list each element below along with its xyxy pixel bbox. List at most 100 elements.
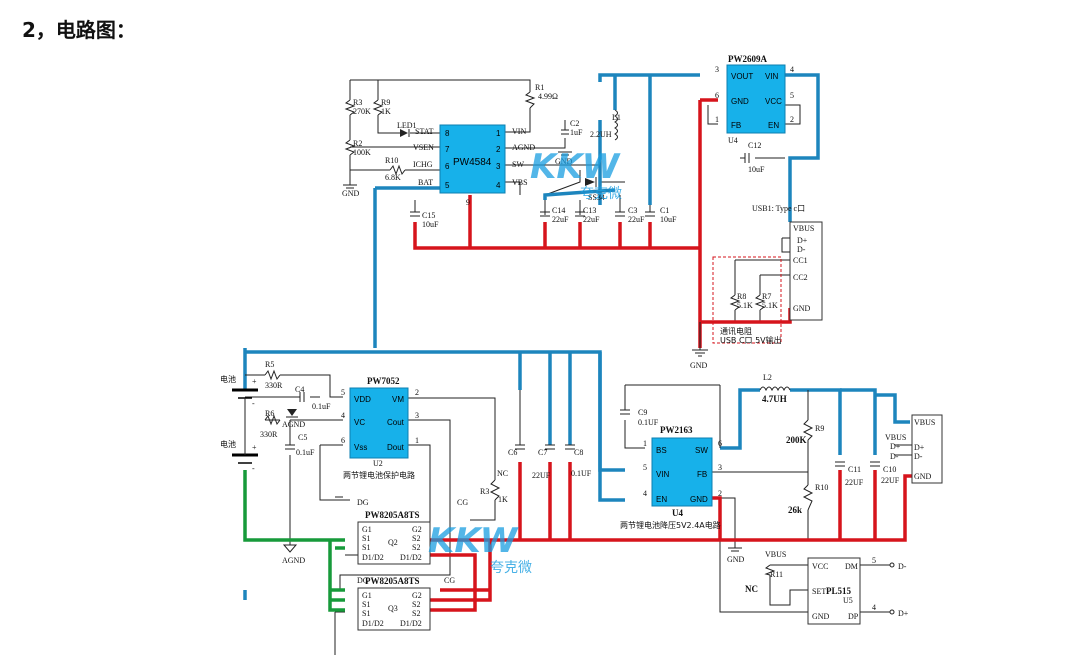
svg-text:PW2163: PW2163 (660, 425, 693, 435)
svg-text:VDD: VDD (354, 395, 371, 404)
svg-text:PW2609A: PW2609A (728, 54, 767, 64)
svg-text:DG: DG (357, 498, 369, 507)
svg-text:C14: C14 (552, 206, 565, 215)
svg-text:GND: GND (690, 361, 708, 370)
svg-text:EN: EN (656, 495, 667, 504)
svg-text:0.1UF: 0.1UF (638, 418, 659, 427)
svg-text:C4: C4 (295, 385, 304, 394)
diodes: LED1 SS34 AGND (282, 121, 605, 429)
svg-text:L1: L1 (612, 113, 621, 122)
svg-text:C15: C15 (422, 211, 435, 220)
svg-text:VIN: VIN (656, 470, 670, 479)
svg-text:PW7052: PW7052 (367, 376, 400, 386)
svg-text:FB: FB (731, 121, 741, 130)
svg-text:G1: G1 (362, 525, 372, 534)
svg-text:D1/D2: D1/D2 (362, 619, 384, 628)
svg-text:NC: NC (497, 469, 508, 478)
svg-text:DP: DP (848, 612, 859, 621)
svg-text:10uF: 10uF (660, 215, 677, 224)
svg-text:DG: DG (357, 576, 369, 585)
svg-text:6: 6 (718, 439, 722, 448)
svg-text:22UF: 22UF (845, 478, 864, 487)
ground-wiring-bottom (430, 462, 915, 612)
svg-text:S2: S2 (412, 609, 420, 618)
svg-text:5: 5 (643, 463, 647, 472)
svg-text:-: - (252, 464, 255, 473)
svg-text:PL515: PL515 (826, 586, 852, 596)
batteries: 电池 + - 电池 + - (220, 374, 258, 473)
svg-text:FB: FB (697, 470, 707, 479)
svg-text:GND: GND (342, 189, 360, 198)
chip-pw7052: PW7052 U2 两节锂电池保护电路 5 VDD 4 VC 6 Vss 2 V… (341, 376, 419, 480)
svg-text:U4: U4 (672, 508, 683, 518)
svg-text:+: + (252, 377, 257, 386)
svg-text:SET: SET (812, 587, 826, 596)
svg-text:L2: L2 (763, 373, 772, 382)
svg-text:7: 7 (445, 145, 450, 154)
svg-text:5.1K: 5.1K (737, 301, 753, 310)
svg-text:C8: C8 (574, 448, 583, 457)
svg-text:6: 6 (445, 162, 450, 171)
svg-text:EN: EN (768, 121, 779, 130)
svg-text:C1: C1 (660, 206, 669, 215)
svg-text:GND: GND (727, 555, 745, 564)
svg-text:R7: R7 (762, 292, 771, 301)
svg-text:GND: GND (914, 472, 932, 481)
svg-text:D1/D2: D1/D2 (362, 553, 384, 562)
resistors: R3 270K R2 100K R9 1K R10 6.8K R1 4.99Ω … (260, 83, 828, 594)
svg-text:C7: C7 (538, 448, 547, 457)
svg-text:Vss: Vss (354, 443, 367, 452)
svg-text:9: 9 (466, 198, 470, 207)
svg-text:R6: R6 (265, 409, 274, 418)
ground-wiring-top (413, 98, 792, 350)
svg-text:GND: GND (731, 97, 749, 106)
svg-text:R2: R2 (353, 139, 362, 148)
svg-text:CC2: CC2 (793, 273, 808, 282)
usb-type-c-connector: USB1: Type c口 VBUS D+ D- CC1 CC2 GND 通讯电… (712, 204, 823, 345)
svg-text:D1/D2: D1/D2 (400, 553, 422, 562)
chip-pw2609a: PW2609A U4 3 VOUT 6 GND 1 FB 4 VIN 5 VCC… (715, 54, 794, 145)
svg-text:S2: S2 (412, 534, 420, 543)
svg-text:S1: S1 (362, 609, 370, 618)
inductors: L1 2.2UH L2 4.7UH (590, 109, 791, 404)
svg-text:G1: G1 (362, 591, 372, 600)
ground-symbol-5: GND (727, 547, 745, 564)
svg-text:1K: 1K (498, 495, 508, 504)
svg-text:+: + (252, 443, 257, 452)
svg-text:GND: GND (812, 612, 830, 621)
svg-text:两节锂电池降压5V2.4A电路: 两节锂电池降压5V2.4A电路 (620, 520, 721, 530)
svg-text:S2: S2 (412, 543, 420, 552)
page-title: 2，电路图： (22, 18, 136, 42)
battery-negative-wiring (243, 470, 345, 612)
svg-text:R3: R3 (480, 487, 489, 496)
svg-text:U4: U4 (728, 136, 738, 145)
svg-text:USB1: Type c口: USB1: Type c口 (752, 204, 805, 213)
svg-text:KKW: KKW (428, 521, 519, 561)
chip-pw8205-q3: PW8205A8TS Q3 G1 S1 S1 D1/D2 G2 S2 S2 D1… (357, 576, 431, 631)
svg-text:U2: U2 (373, 459, 383, 468)
svg-text:4: 4 (790, 65, 794, 74)
svg-text:10uF: 10uF (748, 165, 765, 174)
svg-text:PW4584: PW4584 (453, 157, 492, 168)
svg-text:1: 1 (715, 115, 719, 124)
ground-symbol-2: GND (555, 151, 573, 166)
svg-text:1: 1 (643, 439, 647, 448)
svg-text:D-: D- (890, 452, 899, 461)
svg-text:C6: C6 (508, 448, 517, 457)
svg-text:BS: BS (656, 446, 667, 455)
svg-text:-: - (252, 399, 255, 408)
svg-text:10uF: 10uF (422, 220, 439, 229)
svg-text:D+: D+ (914, 443, 925, 452)
svg-text:GND: GND (690, 495, 708, 504)
svg-text:R10: R10 (815, 483, 828, 492)
svg-text:330R: 330R (260, 430, 278, 439)
svg-text:D+: D+ (898, 609, 909, 618)
svg-text:VCC: VCC (812, 562, 828, 571)
svg-text:C2: C2 (570, 119, 579, 128)
svg-text:Q2: Q2 (388, 538, 398, 547)
svg-text:两节锂电池保护电路: 两节锂电池保护电路 (343, 470, 415, 480)
svg-text:4: 4 (643, 489, 647, 498)
svg-text:4: 4 (496, 181, 501, 190)
svg-text:AGND: AGND (512, 143, 535, 152)
svg-text:U5: U5 (843, 596, 853, 605)
